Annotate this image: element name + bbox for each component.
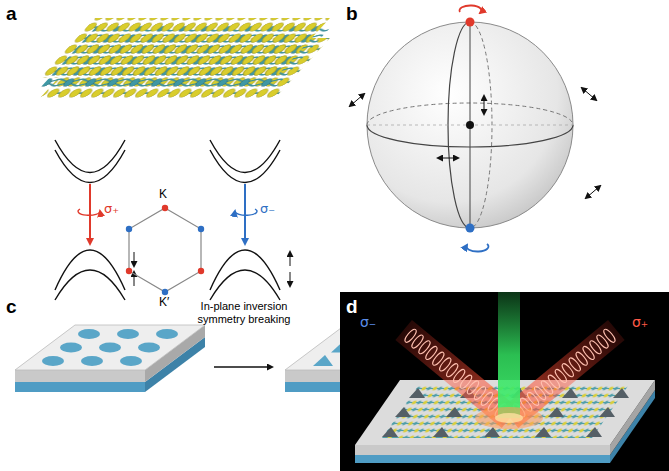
dark-panel	[340, 292, 669, 471]
process-note: In-plane inversion symmetry breaking	[188, 300, 300, 325]
polarization-label: σ₋	[260, 202, 275, 217]
valley-label: K	[159, 188, 167, 202]
crystal-structure	[40, 18, 330, 98]
light-beams	[395, 292, 624, 429]
poincare-sphere	[350, 5, 600, 251]
band-diagram-k-prime	[210, 140, 290, 300]
polarization-label: σ₊	[104, 202, 119, 217]
panel-letter: a	[6, 3, 17, 25]
band-diagram-k	[55, 140, 134, 300]
slab-circular-holes	[15, 325, 205, 392]
panel-letter: c	[6, 296, 17, 318]
panel-letter: d	[346, 296, 358, 318]
polarization-label: σ₋	[360, 314, 376, 330]
transform-arrow	[214, 366, 272, 367]
panel-letter: b	[346, 3, 358, 25]
brillouin-zone	[126, 205, 204, 295]
polarization-label: σ₊	[632, 314, 648, 330]
valley-label: K′	[159, 296, 169, 310]
